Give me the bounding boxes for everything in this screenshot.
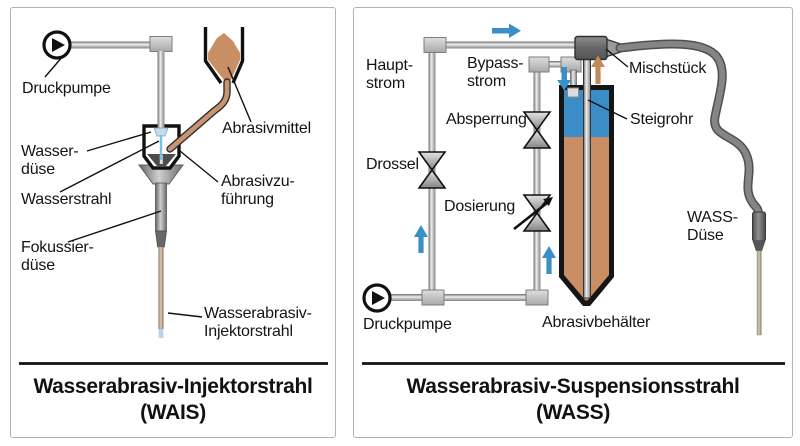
wass-title-abbr: (WASS) (535, 401, 611, 424)
label-hauptstrom: Haupt- strom (366, 57, 413, 92)
label-wasserduese: Wasser- düse (21, 143, 79, 178)
wais-title-text: Wasserabrasiv-Injektorstrahl (33, 375, 313, 398)
label-druckpumpe-wais: Druckpumpe (22, 80, 111, 97)
wass-title: Wasserabrasiv-Suspensionsstrahl (WASS) (353, 374, 793, 426)
wass-title-text: Wasserabrasiv-Suspensionsstrahl (406, 375, 740, 398)
label-drossel: Drossel (366, 156, 419, 173)
label-wassduese: WASS- Düse (687, 209, 738, 244)
label-absperrung: Absperrung (446, 111, 527, 128)
label-druckpumpe-wass: Druckpumpe (363, 316, 452, 333)
label-dosierung: Dosierung (444, 198, 516, 215)
label-bypassstrom: Bypass- strom (467, 55, 524, 90)
label-wasserstrahl: Wasserstrahl (21, 191, 112, 208)
label-abrasivzufuehrung: Abrasivzu- führung (221, 173, 295, 208)
label-injektorstrahl: Wasserabrasiv- Injektorstrahl (204, 305, 312, 340)
wais-title-abbr: (WAIS) (140, 401, 206, 424)
wais-title: Wasserabrasiv-Injektorstrahl (WAIS) (10, 374, 336, 426)
label-steigrohr: Steigrohr (630, 111, 694, 128)
label-mischstueck: Mischstück (629, 60, 707, 77)
label-fokussierduese: Fokussier- düse (21, 239, 94, 274)
label-abrasivmittel: Abrasivmittel (222, 120, 311, 137)
label-abrasivbehaelter: Abrasivbehälter (542, 314, 651, 331)
